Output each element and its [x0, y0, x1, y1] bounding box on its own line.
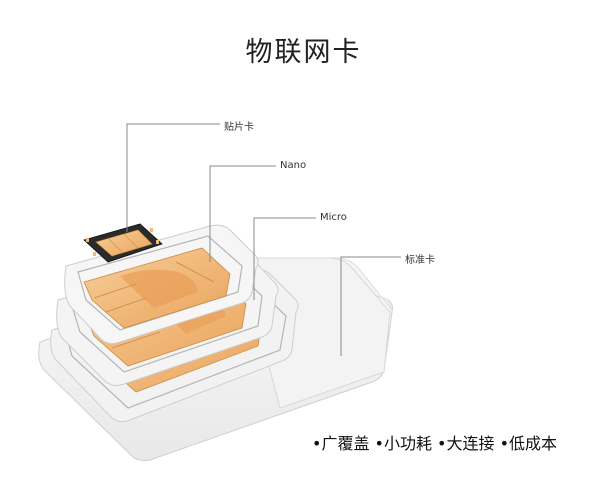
leader-nano	[209, 165, 276, 262]
label-standard: 标准卡	[405, 255, 435, 266]
page-title: 物联网卡	[245, 37, 362, 68]
leader-chip	[126, 123, 220, 232]
feature-list: •广覆盖 •小功耗 •大连接 •低成本	[312, 434, 558, 453]
top-contacts	[83, 247, 231, 329]
label-nano: Nano	[280, 160, 307, 171]
leader-micro	[253, 217, 316, 300]
leader-standard	[340, 256, 401, 356]
leader-lines	[126, 123, 401, 356]
label-chip: 贴片卡	[224, 122, 254, 133]
label-micro: Micro	[320, 212, 347, 223]
embedded-chip	[83, 223, 163, 263]
